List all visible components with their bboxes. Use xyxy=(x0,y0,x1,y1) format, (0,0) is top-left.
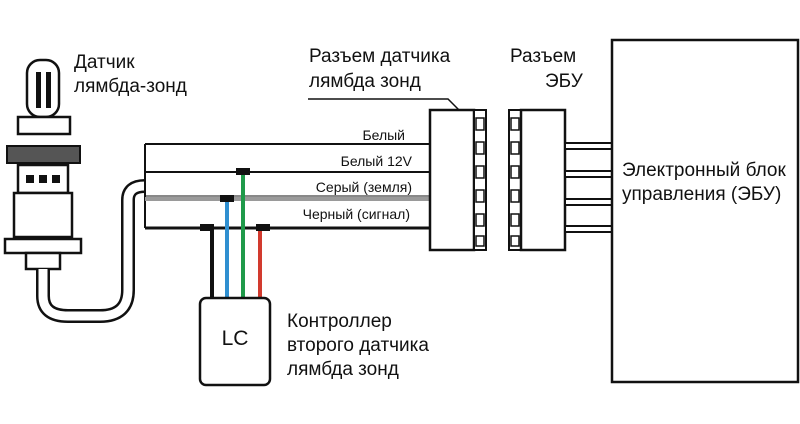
lc-box-label: LC xyxy=(222,327,249,350)
controller-taps xyxy=(200,168,270,298)
wire-label-white: Белый xyxy=(362,127,405,143)
sensor-connector-label-line-2: лямбда зонд xyxy=(309,71,421,92)
ecu-box xyxy=(610,38,800,384)
controller-label-line-3: лямбда зонд xyxy=(287,359,399,380)
controller-label-line-2: второго датчика xyxy=(287,335,429,356)
wire-label-gray-ground: Серый (земля) xyxy=(316,179,412,195)
sensor-connector-label-line-1: Разъем датчика xyxy=(309,46,451,67)
wire-label-black-signal: Черный (сигнал) xyxy=(303,206,410,222)
harness-wires xyxy=(144,143,430,230)
sensor-label-line-2: лямбда-зонд xyxy=(74,76,187,97)
ecu-connector-label-line-1: Разъем xyxy=(510,46,576,67)
sensor-label-line-1: Датчик xyxy=(74,52,135,73)
sensor-connector xyxy=(428,108,487,252)
wire-label-white-12v: Белый 12V xyxy=(341,153,413,169)
lambda-sensor-icon xyxy=(3,58,83,271)
ecu-connector-label-line-2: ЭБУ xyxy=(545,71,584,92)
ecu-label-line-2: управления (ЭБУ) xyxy=(622,184,781,205)
connector-leader-line xyxy=(308,98,460,111)
ecu-wires xyxy=(564,142,613,233)
ecu-connector xyxy=(508,108,567,252)
lc-controller-box xyxy=(198,296,272,387)
controller-label-line-1: Контроллер xyxy=(287,311,392,332)
ecu-label-line-1: Электронный блок xyxy=(622,160,786,181)
